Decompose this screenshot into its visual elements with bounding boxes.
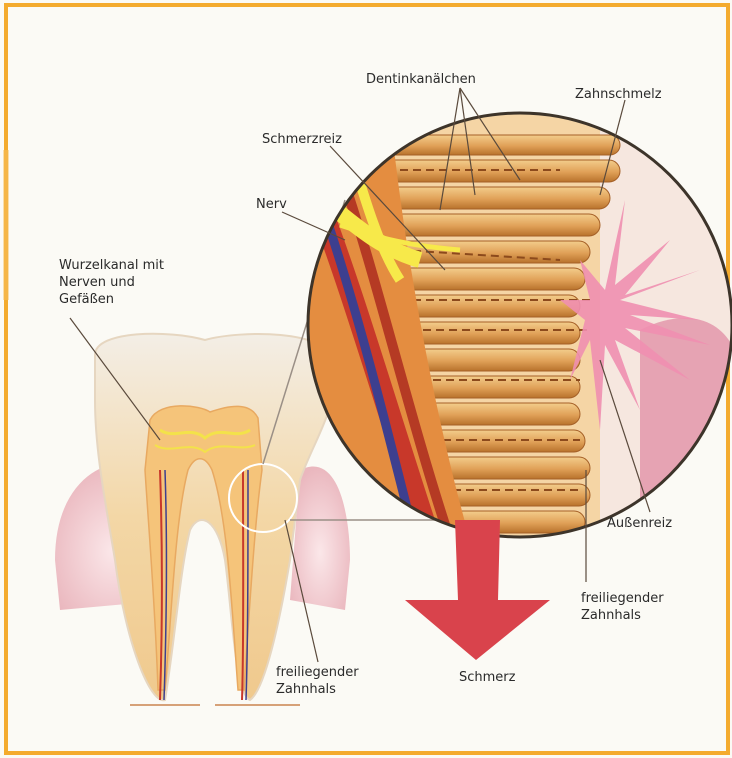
label-dentinkanaelchen: Dentinkanälchen <box>366 71 476 88</box>
label-zahnschmelz: Zahnschmelz <box>575 86 662 103</box>
label-schmerzreiz: Schmerzreiz <box>262 131 342 148</box>
label-freiliegender-zahnhals-right: freiliegender Zahnhals <box>581 590 664 624</box>
label-nerv: Nerv <box>256 196 287 213</box>
label-aussenreiz: Außenreiz <box>607 515 672 532</box>
label-freiliegender-zahnhals-bottom: freiliegender Zahnhals <box>276 664 359 698</box>
pain-arrow <box>405 520 550 660</box>
label-wurzelkanal: Wurzelkanal mit Nerven und Gefäßen <box>59 257 164 308</box>
label-schmerz: Schmerz <box>459 669 515 686</box>
